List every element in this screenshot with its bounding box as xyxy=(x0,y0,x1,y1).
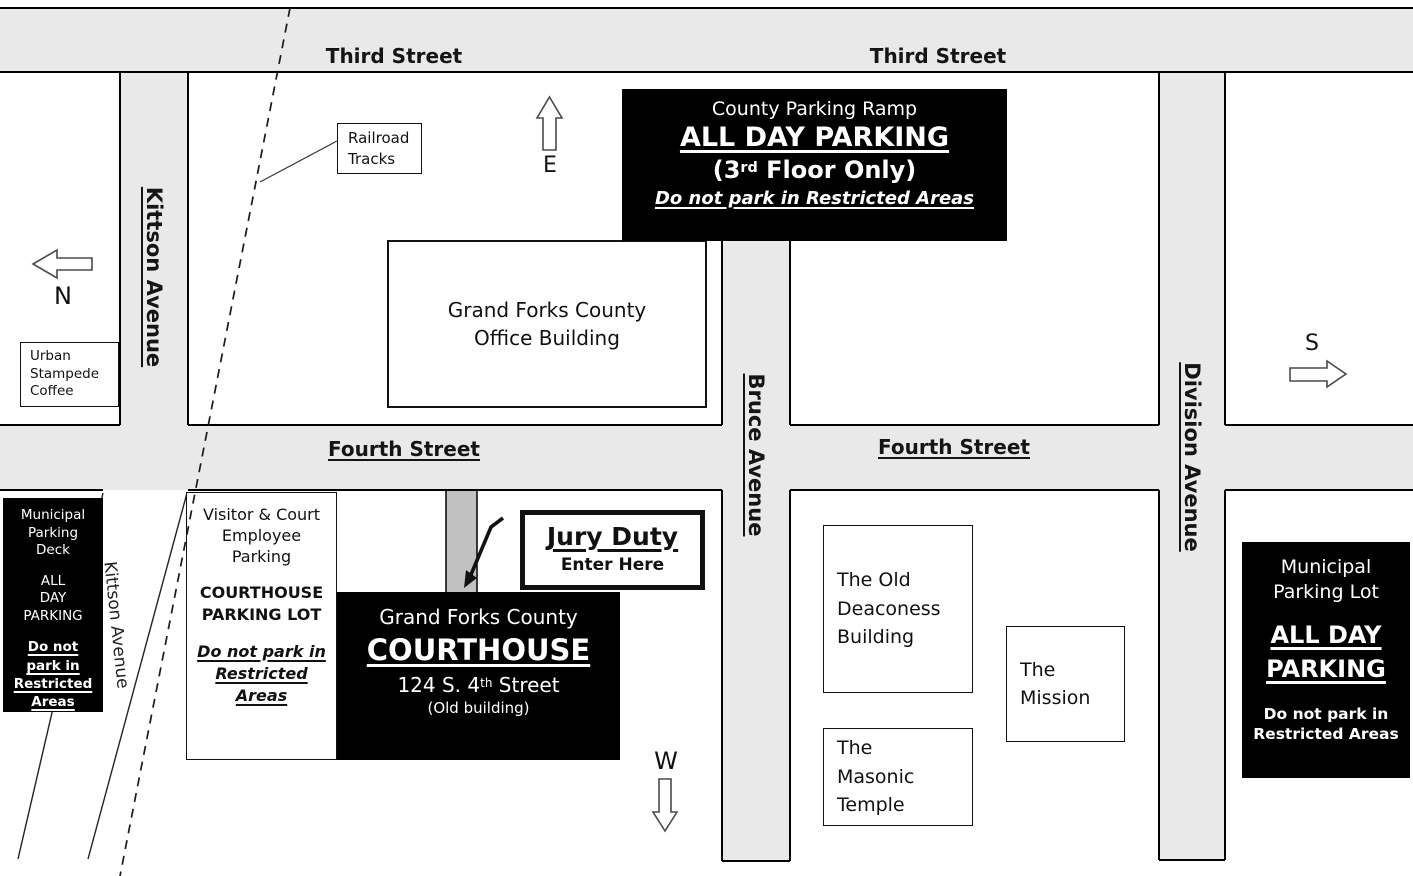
division-avenue-label: Division Avenue xyxy=(1180,362,1204,552)
lot-all-day-parking: ALL DAY PARKING xyxy=(1266,621,1386,683)
third-street-label-west: Third Street xyxy=(325,44,463,68)
railroad-tracks-box: Railroad Tracks xyxy=(337,123,422,174)
third-street-road xyxy=(0,8,1413,72)
municipal-parking-lot-sign: Municipal Parking Lot ALL DAY PARKING Do… xyxy=(1242,542,1410,778)
east-arrow-icon xyxy=(535,95,564,151)
jury-duty-box: Jury Duty Enter Here xyxy=(520,510,705,590)
old-deaconess-building-label: The Old Deaconess Building xyxy=(837,569,941,649)
old-deaconess-building-box: The Old Deaconess Building xyxy=(823,525,973,693)
county-parking-ramp-sign: County Parking Ramp ALL DAY PARKING (3rd… xyxy=(622,89,1007,241)
north-arrow-icon xyxy=(31,248,93,280)
compass-east-label: E xyxy=(543,153,557,178)
courthouse-addr-pre: 124 S. 4 xyxy=(397,673,481,697)
masonic-temple-label: The Masonic Temple xyxy=(837,737,915,817)
lot-warning: Do not park in Restricted Areas xyxy=(1253,704,1399,743)
courthouse-addr-sup: th xyxy=(480,675,493,690)
bruce-avenue-label: Bruce Avenue xyxy=(744,373,768,537)
courthouse-title: Grand Forks County xyxy=(379,605,578,629)
jury-entrance-arrow xyxy=(464,516,505,588)
urban-stampede-coffee-label: Urban Stampede Coffee xyxy=(30,348,100,400)
courthouse-name: COURTHOUSE xyxy=(366,633,591,667)
deck-all-day-parking: ALL DAY PARKING xyxy=(23,572,83,624)
ramp-floor-sup: rd xyxy=(740,159,758,176)
visitor-lot-subtitle: COURTHOUSE PARKING LOT xyxy=(199,583,324,624)
compass-west-label: W xyxy=(654,747,678,775)
compass-north-label: N xyxy=(54,282,72,310)
urban-stampede-coffee-box: Urban Stampede Coffee xyxy=(20,342,119,407)
ramp-warning: Do not park in Restricted Areas xyxy=(654,188,975,209)
west-arrow-icon xyxy=(651,778,679,833)
ramp-floor-post: Floor Only) xyxy=(757,156,917,184)
courthouse-addr-post: Street xyxy=(492,673,560,697)
fourth-street-label-east: Fourth Street xyxy=(878,435,1030,459)
railroad-leader-line xyxy=(259,140,338,183)
municipal-parking-deck-sign: Municipal Parking Deck ALL DAY PARKING D… xyxy=(3,498,103,712)
kittson-avenue-label: Kittson Avenue xyxy=(142,186,166,368)
ramp-floor-line: (3rd Floor Only) xyxy=(622,156,1007,184)
fourth-street-label-west: Fourth Street xyxy=(328,437,480,461)
jury-duty-subtitle: Enter Here xyxy=(560,554,665,575)
ramp-all-day-parking: ALL DAY PARKING xyxy=(679,122,950,153)
visitor-lot-warning: Do not park in Restricted Areas xyxy=(197,641,326,706)
ramp-floor-pre: (3 xyxy=(712,156,741,184)
third-street-label-east: Third Street xyxy=(869,44,1007,68)
ramp-title: County Parking Ramp xyxy=(711,98,918,120)
visitor-lot-title: Visitor & Court Employee Parking xyxy=(202,505,321,566)
jury-duty-title: Jury Duty xyxy=(546,522,679,551)
deck-warning: Do not park in Restricted Areas xyxy=(13,639,93,710)
compass-south-label: S xyxy=(1305,331,1319,356)
driveway-borders xyxy=(445,490,478,593)
courthouse-sign: Grand Forks County COURTHOUSE 124 S. 4th… xyxy=(337,592,620,760)
mission-box: The Mission xyxy=(1006,626,1125,742)
deck-title: Municipal Parking Deck xyxy=(20,507,86,559)
masonic-temple-box: The Masonic Temple xyxy=(823,728,973,826)
lot-title: Municipal Parking Lot xyxy=(1273,556,1379,603)
railroad-tracks-label: Railroad Tracks xyxy=(348,129,410,168)
courthouse-driveway xyxy=(446,490,477,593)
visitor-parking-lot-box: Visitor & Court Employee Parking COURTHO… xyxy=(186,492,337,760)
south-arrow-icon xyxy=(1289,359,1348,389)
courthouse-address: 124 S. 4th Street xyxy=(337,673,620,697)
courthouse-note: (Old building) xyxy=(427,699,530,717)
mission-label: The Mission xyxy=(1020,658,1091,710)
county-office-building-label: Grand Forks County Office Building xyxy=(447,298,647,350)
kittson-avenue-south-label: Kittson Avenue xyxy=(99,560,133,690)
county-office-building-box: Grand Forks County Office Building xyxy=(387,240,707,408)
